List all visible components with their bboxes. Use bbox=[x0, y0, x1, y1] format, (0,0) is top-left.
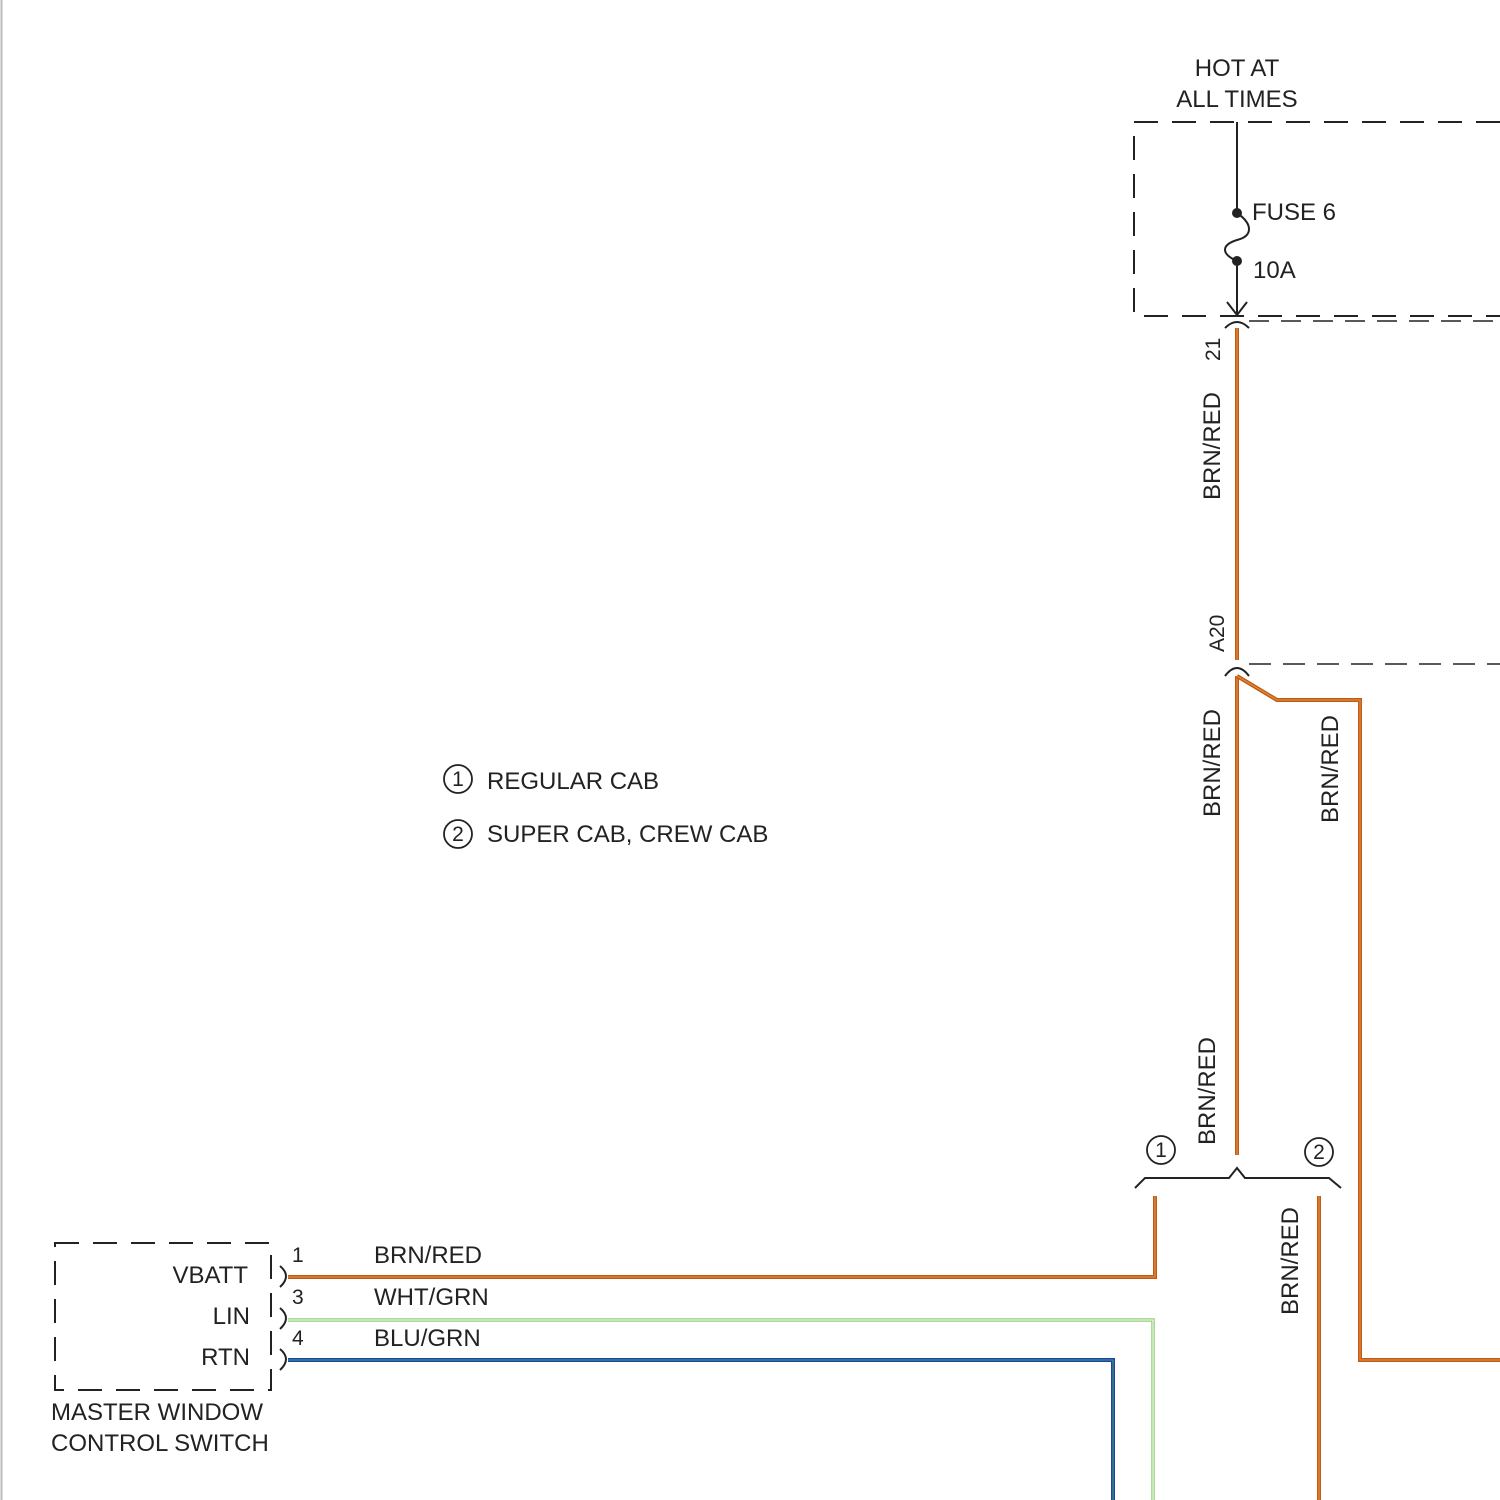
fuse-rating: 10A bbox=[1253, 257, 1296, 284]
split-number-2: 2 bbox=[1313, 1141, 1325, 1164]
switch-terminal-4-icon bbox=[280, 1349, 286, 1370]
fuse-name: FUSE 6 bbox=[1252, 199, 1336, 226]
wire-label-mid: BRN/RED bbox=[1199, 709, 1226, 817]
switch-name-line2: CONTROL SWITCH bbox=[51, 1430, 269, 1457]
legend: 1 REGULAR CAB 2 SUPER CAB, CREW CAB bbox=[444, 765, 768, 848]
wire-label-option2: BRN/RED bbox=[1277, 1207, 1304, 1315]
fuse-icon bbox=[1225, 213, 1249, 261]
switch-pin-number-4: 4 bbox=[292, 1327, 304, 1350]
switch-pin-number-1: 1 bbox=[292, 1244, 304, 1267]
legend-label-2: SUPER CAB, CREW CAB bbox=[487, 821, 768, 848]
wire-label-lin: WHT/GRN bbox=[374, 1284, 489, 1311]
switch-pin-label-vbatt: VBATT bbox=[172, 1262, 248, 1289]
wire-label-lower: BRN/RED bbox=[1194, 1037, 1221, 1145]
switch-terminal-3-icon bbox=[280, 1308, 286, 1329]
split-brace bbox=[1135, 1168, 1341, 1188]
master-window-switch: VBATT LIN RTN 1 3 4 MASTER WINDOW CONTRO… bbox=[51, 1243, 304, 1457]
wire-rtn-blu-grn bbox=[288, 1360, 1113, 1500]
wire-label-vbatt: BRN/RED bbox=[374, 1242, 482, 1269]
switch-name-line1: MASTER WINDOW bbox=[51, 1399, 263, 1426]
wire-label-branch: BRN/RED bbox=[1317, 715, 1344, 823]
switch-pin-number-3: 3 bbox=[292, 1286, 304, 1309]
legend-label-1: REGULAR CAB bbox=[487, 768, 659, 795]
connector-a20-pin: A20 bbox=[1206, 615, 1229, 652]
connector-21-icon bbox=[1225, 322, 1249, 328]
connector-21-pin: 21 bbox=[1202, 338, 1225, 361]
switch-terminal-1-icon bbox=[280, 1266, 286, 1287]
wire-label-rtn: BLU/GRN bbox=[374, 1325, 481, 1352]
legend-number-1: 1 bbox=[452, 768, 464, 791]
split-number-1: 1 bbox=[1155, 1139, 1167, 1162]
power-source-title-line1: HOT AT bbox=[1195, 55, 1280, 82]
switch-pin-label-rtn: RTN bbox=[201, 1344, 250, 1371]
power-source-title-line2: ALL TIMES bbox=[1176, 86, 1297, 113]
connector-a20-icon bbox=[1225, 668, 1249, 676]
switch-pin-label-lin: LIN bbox=[213, 1303, 250, 1330]
legend-number-2: 2 bbox=[452, 823, 464, 846]
fuse-box: HOT AT ALL TIMES FUSE 6 10A bbox=[1134, 55, 1500, 316]
wire-rtn-blu-grn-stripe bbox=[288, 1360, 1113, 1500]
wire-label-upper: BRN/RED bbox=[1199, 392, 1226, 500]
